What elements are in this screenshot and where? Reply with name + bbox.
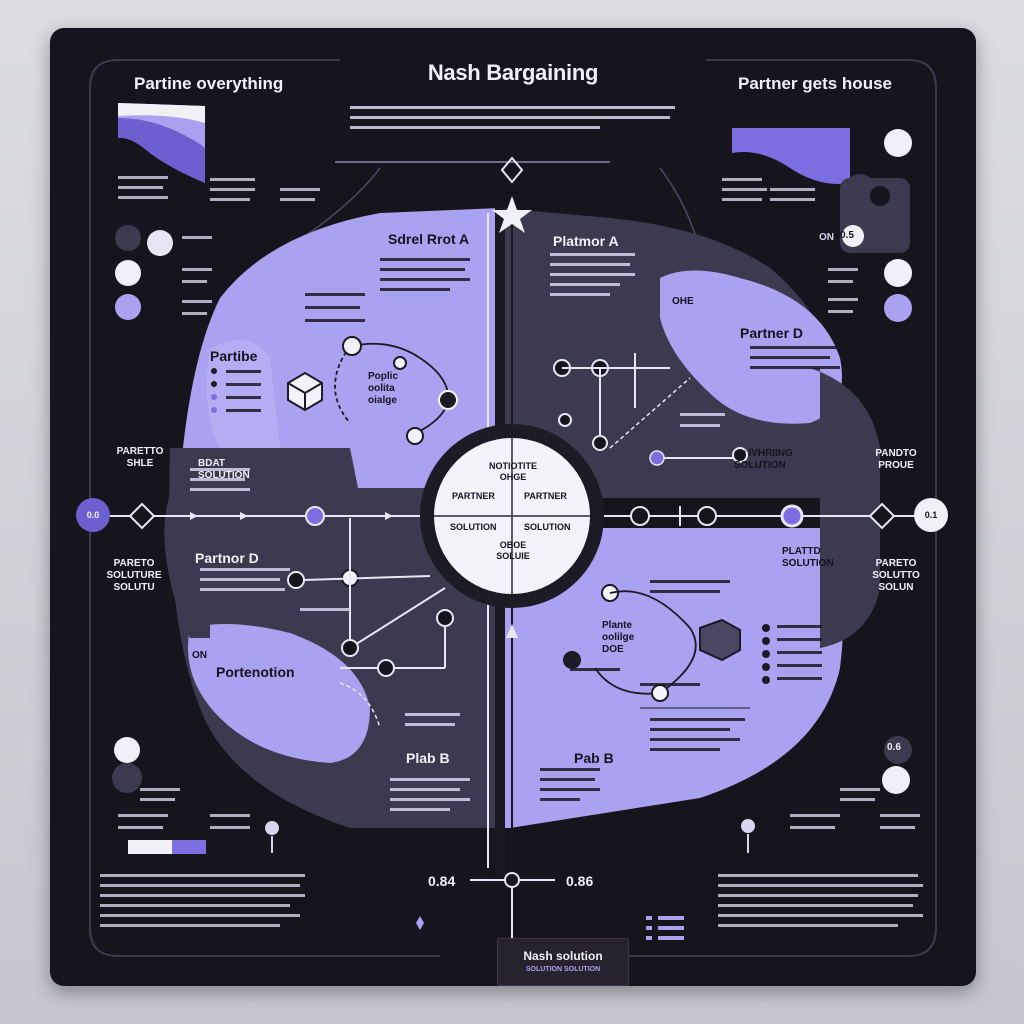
nash-solution-button[interactable]: Nash solution SOLUTION SOLUTION xyxy=(497,938,629,986)
node-label-line: oialge xyxy=(368,395,397,406)
pareto-line: SOLUN xyxy=(878,582,914,593)
bottom-axis-right-value: 0.86 xyxy=(566,873,594,889)
left-dark-label-line: BDAT xyxy=(198,458,226,469)
node-label-line: Plante xyxy=(602,620,633,631)
corner-label-top-right: Partner gets house xyxy=(738,74,892,93)
star-icon xyxy=(492,196,532,233)
header-line: SOLUTION xyxy=(782,558,834,569)
node-label-line: Poplic xyxy=(368,371,399,382)
pareto-label-left-bottom: PARETO SOLUTURE SOLUTU xyxy=(107,558,162,594)
frame-line xyxy=(586,88,937,957)
axis-right-value: 0.1 xyxy=(914,498,948,532)
center-low-right: SOLUTION xyxy=(524,522,571,532)
region-top-right xyxy=(500,208,840,498)
pareto-line: PARETO xyxy=(875,558,917,569)
nash-solution-label: Nash solution xyxy=(523,949,603,963)
quadrant-bottom-left-title: Partnor D xyxy=(195,550,259,566)
right-dark-label: oy IVHRIING SOLUTION xyxy=(734,448,793,472)
center-low-left: SOLUTION xyxy=(450,522,497,532)
right-dark-label-line: oy IVHRIING xyxy=(734,448,793,459)
pareto-label-left-top: PARETTO SHLE xyxy=(117,446,164,470)
center-label-line: OBOE xyxy=(499,540,527,550)
corner-label-top-left: Partine overything xyxy=(134,74,284,93)
center-label-line: SOLUIE xyxy=(496,551,530,561)
bubble-small-label: OHE xyxy=(672,296,694,307)
pareto-label-right-bottom: PARETO SOLUTTO SOLUN xyxy=(872,558,920,594)
cube-icon-dark xyxy=(699,618,741,662)
page-title: Nash Bargaining xyxy=(427,60,599,85)
node-label-line: oolita xyxy=(368,383,395,394)
diagram-graphics xyxy=(89,59,937,957)
axis-left-value: 0.0 xyxy=(76,498,110,532)
center-label-line: NOTIOTITE xyxy=(489,461,537,471)
nash-solution-sub: SOLUTION SOLUTION xyxy=(525,966,601,973)
left-dark-label-line: SOLUTION xyxy=(198,470,250,481)
quadrant-bottom-left-footer: Plab B xyxy=(406,750,450,766)
quadrant-top-right-title: Platmor A xyxy=(553,233,619,249)
side-value-left: 0.8 xyxy=(140,742,154,753)
quadrant-top-left-title: Sdrel Rrot A xyxy=(388,231,470,247)
bubble-partner-d-label: Partner D xyxy=(740,325,804,341)
right-dark-label-line: SOLUTION xyxy=(734,460,786,471)
bottom-node xyxy=(504,872,520,888)
cube-icon xyxy=(287,371,323,412)
pareto-line: PROUE xyxy=(878,460,914,471)
frame-line xyxy=(89,88,440,957)
header-line: PLATTD xyxy=(782,546,821,557)
pareto-line: SOLUTU xyxy=(113,582,155,593)
center-mid-right: PARTNER xyxy=(524,491,567,501)
infographic-card: Nash Bargaining Partine overything Partn… xyxy=(50,28,976,986)
center-label-line: OHGE xyxy=(499,472,527,482)
node-label-top-left: Poplic oolita oialge xyxy=(368,371,398,407)
center-top-label: NOTIOTITE OHGE xyxy=(489,461,537,483)
pareto-line: PARETO xyxy=(113,558,155,569)
bubble-portenotion-label: Portenotion xyxy=(216,664,295,680)
region-bottom-right xyxy=(500,528,844,828)
center-bottom-label: OBOE SOLUIE xyxy=(496,540,530,562)
pareto-line: SHLE xyxy=(126,458,154,469)
node-label-bottom-right: Plante oolilge DOE xyxy=(602,620,634,656)
bubble-portenotion-small: ON xyxy=(192,650,207,661)
pareto-line: SOLUTTO xyxy=(872,570,920,581)
bottom-axis-left-value: 0.84 xyxy=(428,873,456,889)
diamond-icon xyxy=(500,156,524,184)
quadrant-bottom-right-title: PLATTD SOLUTION xyxy=(782,546,834,570)
pareto-line: PARETTO xyxy=(116,446,164,457)
frame-line xyxy=(89,59,340,89)
side-value-top-right: 0.5 xyxy=(840,230,854,241)
side-value-right: 0.6 xyxy=(887,742,901,753)
pareto-line: PANDTO xyxy=(875,448,917,459)
side-value-top-left: ON xyxy=(819,232,834,243)
node-label-line: DOE xyxy=(602,644,624,655)
bubble-portenotion xyxy=(188,624,370,763)
pareto-line: SOLUTURE xyxy=(106,570,162,581)
center-mid-left: PARTNER xyxy=(452,491,495,501)
left-dark-label: BDAT SOLUTION xyxy=(198,458,250,482)
node-label-line: oolilge xyxy=(602,632,635,643)
bubble-partibe-label: Partibe xyxy=(210,348,258,364)
frame-line xyxy=(706,59,937,89)
pareto-label-right-top: PANDTO PROUE xyxy=(875,448,916,472)
quadrant-bottom-right-footer: Pab B xyxy=(574,750,614,766)
